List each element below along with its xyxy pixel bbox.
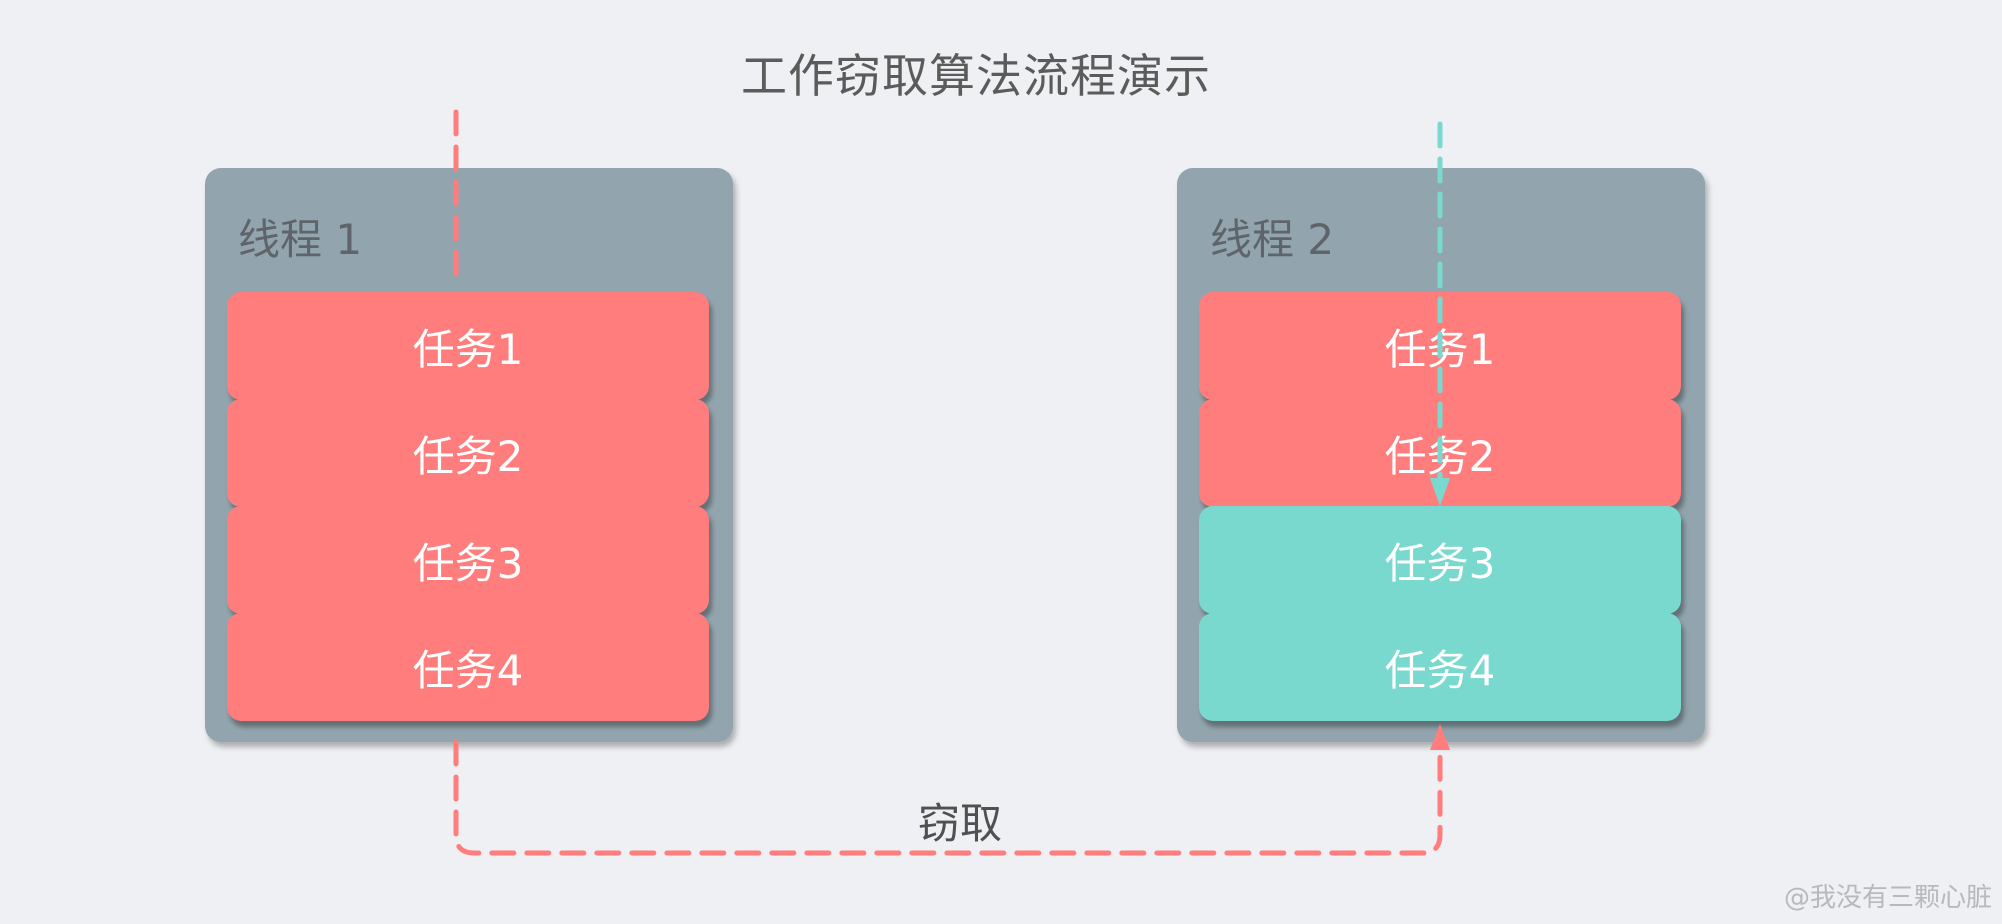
thread-2-task-2: 任务2: [1199, 399, 1681, 507]
thread-2-panel: 线程 2 任务1 任务2 任务3 任务4: [1177, 168, 1705, 742]
steal-label: 窃取: [917, 799, 1002, 848]
thread-2-task-3: 任务3: [1199, 506, 1681, 614]
thread-1-task-4: 任务4: [227, 613, 709, 721]
thread-1-label: 线程 1: [238, 215, 363, 264]
thread-2-task-1: 任务1: [1199, 292, 1681, 400]
thread-1-task-1: 任务1: [227, 292, 709, 400]
thread-2-label: 线程 2: [1210, 215, 1335, 264]
watermark: @我没有三颗心脏: [1783, 883, 1992, 913]
thread-1-task-3: 任务3: [227, 506, 709, 614]
diagram-title: 工作窃取算法流程演示: [741, 49, 1211, 103]
thread-2-task-4: 任务4: [1199, 613, 1681, 721]
thread-1-task-2: 任务2: [227, 399, 709, 507]
thread-1-panel: 线程 1 任务1 任务2 任务3 任务4: [205, 168, 733, 742]
